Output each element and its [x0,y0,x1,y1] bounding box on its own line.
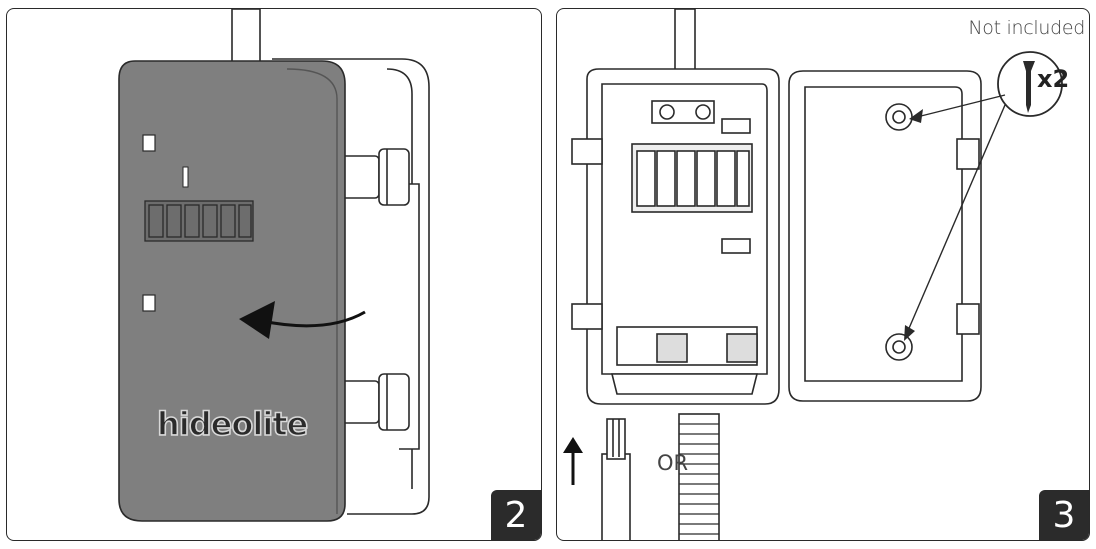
step-number-badge: 3 [1039,490,1089,540]
step-number-badge: 2 [491,490,541,540]
step-2-panel: hideolite 2 [6,8,542,541]
open-base-enclosure [571,68,780,405]
front-lid [118,60,366,522]
cable-top [231,9,261,70]
corrugated-conduit [678,413,720,540]
brand-logo: hideolite [156,404,309,444]
step-2-illustration [118,9,430,522]
insert-direction-arrow [563,437,583,485]
step-3-panel: Not included x2 OR 3 [556,8,1090,541]
not-included-label: Not included [968,17,1085,39]
screw-callout [904,51,1063,341]
open-lid [788,70,982,402]
step-3-illustration [563,9,1063,540]
screw-count-label: x2 [1037,65,1070,93]
flat-cable [601,418,631,540]
or-label: OR [657,451,689,475]
